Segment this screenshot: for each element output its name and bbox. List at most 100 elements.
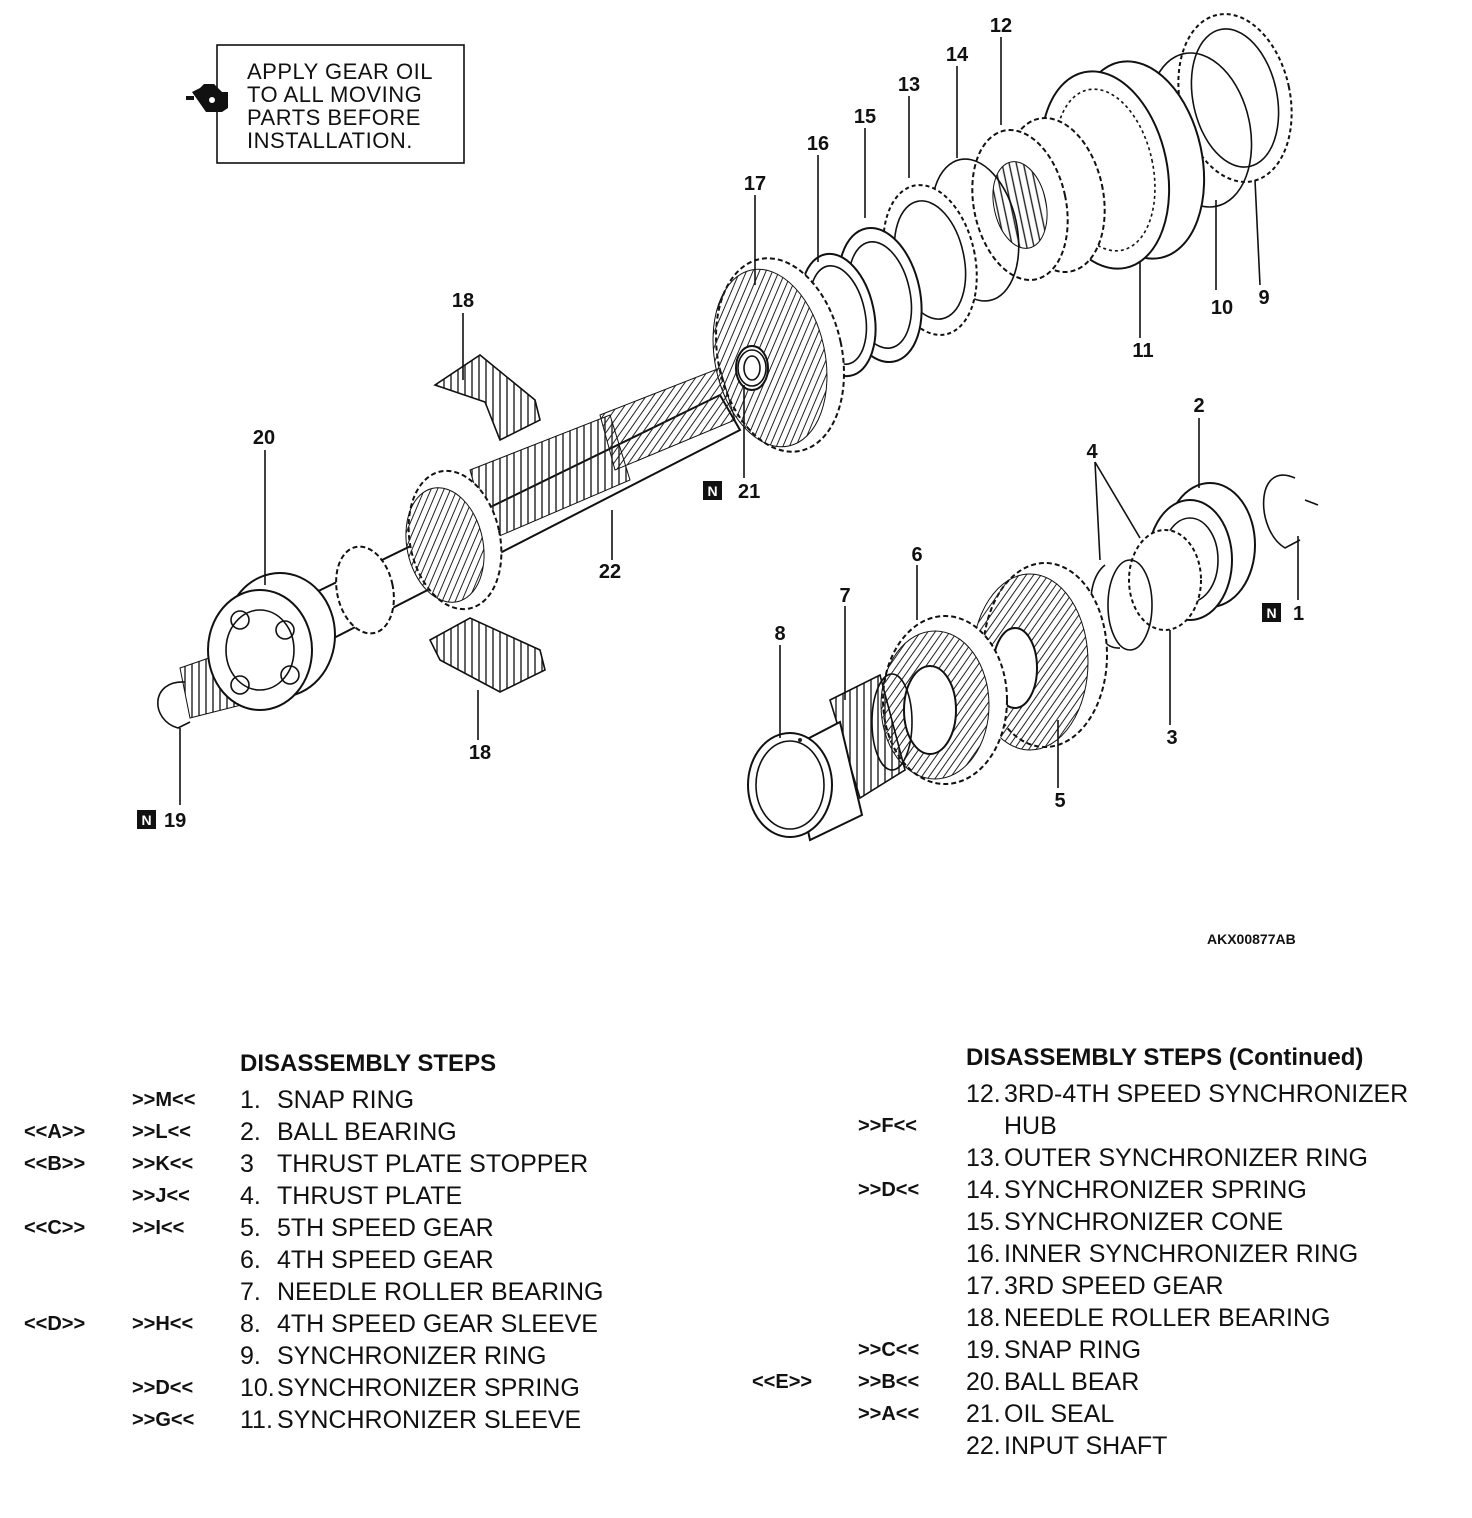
new-part-marker-21: N bbox=[707, 483, 717, 499]
part-3-thrust-plate-stopper bbox=[1128, 529, 1202, 631]
step-number: 16. bbox=[966, 1240, 1001, 1268]
callout-6: 6 bbox=[911, 544, 922, 566]
leader-lines bbox=[179, 37, 1299, 805]
step-text: BALL BEAR bbox=[1004, 1368, 1140, 1396]
callout-8: 8 bbox=[774, 623, 785, 645]
removal-note: <<B>> bbox=[24, 1153, 86, 1175]
installation-note: >>L<< bbox=[132, 1121, 191, 1143]
step-number: 20. bbox=[966, 1368, 1001, 1396]
new-part-marker-19: N bbox=[141, 812, 151, 828]
step-row: <<D>>>>H<<8.4TH SPEED GEAR SLEEVE bbox=[0, 1308, 700, 1340]
step-row: 22.INPUT SHAFT bbox=[740, 1430, 1460, 1462]
step-text: OUTER SYNCHRONIZER RING bbox=[1004, 1144, 1368, 1172]
part-22-input-shaft bbox=[179, 367, 742, 719]
step-text: 5TH SPEED GEAR bbox=[277, 1214, 494, 1242]
callout-3: 3 bbox=[1166, 727, 1177, 749]
step-number: 8. bbox=[240, 1310, 261, 1338]
removal-note: <<C>> bbox=[24, 1217, 86, 1239]
step-row: <<E>>>>B<<20.BALL BEAR bbox=[740, 1366, 1460, 1398]
steps-list-left: >>M<<1.SNAP RING<<A>>>>L<<2.BALL BEARING… bbox=[0, 1084, 700, 1436]
installation-note: >>I<< bbox=[132, 1217, 185, 1239]
callout-22: 22 bbox=[599, 561, 621, 583]
installation-note: >>F<< bbox=[858, 1115, 917, 1137]
callout-4: 4 bbox=[1086, 441, 1098, 463]
note-line-4: INSTALLATION. bbox=[247, 128, 413, 153]
step-row: 13.OUTER SYNCHRONIZER RING bbox=[740, 1142, 1460, 1174]
callout-11: 11 bbox=[1132, 340, 1153, 362]
callout-2: 2 bbox=[1193, 395, 1204, 417]
step-text: 3RD-4TH SPEED SYNCHRONIZER bbox=[1004, 1080, 1409, 1108]
removal-note: <<A>> bbox=[24, 1121, 86, 1143]
part-12-synchronizer-hub bbox=[971, 117, 1106, 281]
step-number: 21. bbox=[966, 1400, 1001, 1428]
disassembly-steps-left: DISASSEMBLY STEPS >>M<<1.SNAP RING<<A>>>… bbox=[0, 1048, 700, 1436]
step-row: >>A<<21.OIL SEAL bbox=[740, 1398, 1460, 1430]
part-19-snap-ring bbox=[157, 681, 191, 729]
step-text: SYNCHRONIZER SLEEVE bbox=[277, 1406, 582, 1434]
step-text: 4TH SPEED GEAR bbox=[277, 1246, 494, 1274]
callout-9: 9 bbox=[1258, 287, 1269, 309]
step-text: SYNCHRONIZER SPRING bbox=[277, 1374, 580, 1402]
step-number: 5. bbox=[240, 1214, 261, 1242]
callout-18-lower: 18 bbox=[469, 742, 491, 764]
figure-id: AKX00877AB bbox=[1207, 931, 1296, 947]
step-number: 17. bbox=[966, 1272, 1001, 1300]
part-18-needle-bearing-upper bbox=[433, 354, 541, 442]
step-number: 22. bbox=[966, 1432, 1001, 1460]
new-part-marker-1: N bbox=[1266, 605, 1276, 621]
step-text: THRUST PLATE STOPPER bbox=[277, 1150, 589, 1178]
callout-20: 20 bbox=[253, 427, 275, 449]
steps-title-left: DISASSEMBLY STEPS bbox=[240, 1050, 497, 1077]
note-line-3: PARTS BEFORE bbox=[247, 105, 421, 130]
step-text: BALL BEARING bbox=[277, 1118, 457, 1146]
step-number: 1. bbox=[240, 1086, 261, 1114]
callout-5: 5 bbox=[1054, 790, 1065, 812]
callout-10: 10 bbox=[1211, 297, 1233, 319]
installation-note: >>A<< bbox=[858, 1403, 920, 1425]
new-part-21: N 21 bbox=[703, 481, 760, 503]
step-text: NEEDLE ROLLER BEARING bbox=[277, 1278, 604, 1306]
step-row: >>D<<14.SYNCHRONIZER SPRING bbox=[740, 1174, 1460, 1206]
step-number: 3 bbox=[240, 1150, 254, 1178]
step-number: 11. bbox=[240, 1406, 273, 1434]
step-row: >>M<<1.SNAP RING bbox=[0, 1084, 700, 1116]
step-row: >>D<< 10.SYNCHRONIZER SPRING bbox=[0, 1372, 700, 1404]
step-row: <<B>> >>K<< 3 THRUST PLATE STOPPER bbox=[0, 1148, 700, 1180]
exploded-view-diagram: APPLY GEAR OIL TO ALL MOVING PARTS BEFOR… bbox=[137, 13, 1319, 947]
callout-12: 12 bbox=[990, 15, 1012, 37]
gear-oil-note: APPLY GEAR OIL TO ALL MOVING PARTS BEFOR… bbox=[186, 44, 465, 164]
installation-note: >>K<< bbox=[132, 1153, 194, 1175]
step-row: <<C>> >>I<< 5. 5TH SPEED GEAR bbox=[0, 1212, 700, 1244]
step-row: >>F<< HUB bbox=[740, 1110, 1460, 1142]
note-line-1: APPLY GEAR OIL bbox=[247, 59, 433, 84]
step-row: <<A>>>>L<<2.BALL BEARING bbox=[0, 1116, 700, 1148]
step-text: HUB bbox=[1004, 1112, 1057, 1140]
step-row: 15.SYNCHRONIZER CONE bbox=[740, 1206, 1460, 1238]
step-text: SNAP RING bbox=[277, 1086, 415, 1114]
step-row: 7. NEEDLE ROLLER BEARING bbox=[0, 1276, 700, 1308]
step-text: SNAP RING bbox=[1004, 1336, 1142, 1364]
step-text: SYNCHRONIZER RING bbox=[277, 1342, 547, 1370]
step-row: >>J<<4.THRUST PLATE bbox=[0, 1180, 700, 1212]
installation-note: >>H<< bbox=[132, 1313, 194, 1335]
step-number: 10. bbox=[240, 1374, 275, 1402]
step-number: 14. bbox=[966, 1176, 1001, 1204]
new-part-19: N 19 bbox=[137, 810, 186, 832]
step-number: 19. bbox=[966, 1336, 1001, 1364]
part-1-snap-ring bbox=[1262, 474, 1319, 549]
callout-13: 13 bbox=[898, 74, 920, 96]
step-text: THRUST PLATE bbox=[277, 1182, 463, 1210]
step-text: 4TH SPEED GEAR SLEEVE bbox=[277, 1310, 598, 1338]
steps-title-right: DISASSEMBLY STEPS (Continued) bbox=[966, 1044, 1364, 1071]
installation-note: >>D<< bbox=[132, 1377, 194, 1399]
step-number: 7. bbox=[240, 1278, 261, 1306]
step-row: >>G<<11.SYNCHRONIZER SLEEVE bbox=[0, 1404, 700, 1436]
part-17-3rd-speed-gear bbox=[712, 257, 845, 453]
part-8-4th-speed-gear-sleeve bbox=[747, 720, 864, 842]
step-row: 17.3RD SPEED GEAR bbox=[740, 1270, 1460, 1302]
part-21-oil-seal bbox=[737, 349, 767, 387]
callout-19: 19 bbox=[164, 810, 186, 832]
step-text: SYNCHRONIZER SPRING bbox=[1004, 1176, 1307, 1204]
step-row: 12.3RD-4TH SPEED SYNCHRONIZER bbox=[740, 1078, 1460, 1110]
